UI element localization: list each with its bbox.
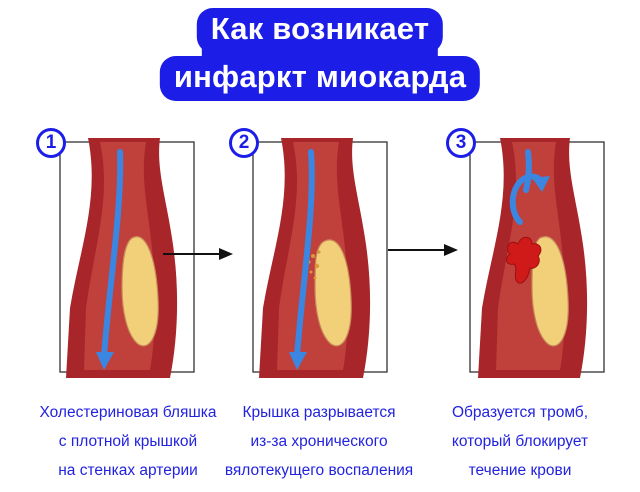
- step-1-caption-line: с плотной крышкой: [58, 433, 198, 450]
- stage-2-artery: 2: [229, 128, 393, 378]
- step-1-caption-line: Холестериновая бляшка: [39, 404, 217, 421]
- title-line-1: Как возникает: [196, 8, 444, 53]
- step-3-caption-line: течение крови: [468, 462, 572, 479]
- step-3-caption-line: который блокирует: [451, 433, 589, 450]
- step-3-number: 3: [446, 128, 476, 158]
- step-3-caption-line: Образуется тромб,: [452, 404, 588, 421]
- step-3-caption: Образуется тромб, который блокирует тече…: [420, 398, 620, 485]
- step-2-caption: Крышка разрывается из-за хронического вя…: [219, 398, 419, 485]
- stage-3-artery: 3: [446, 128, 610, 378]
- step-1-caption-line: на стенках артерии: [58, 462, 198, 479]
- step-2-caption-line: вялотекущего воспаления: [224, 462, 414, 479]
- step-2-caption-line: из-за хронического: [250, 433, 388, 450]
- arrow-1-to-2: [163, 248, 233, 260]
- title-line-2: инфаркт миокарда: [159, 46, 481, 101]
- title-banner: Как возникает инфаркт миокарда: [0, 0, 640, 110]
- step-1-caption: Холестериновая бляшка с плотной крышкой …: [28, 398, 228, 485]
- stage-1-artery: 1: [36, 128, 200, 378]
- arrow-2-to-3: [388, 244, 458, 256]
- step-2-number: 2: [229, 128, 259, 158]
- step-2-caption-line: Крышка разрывается: [242, 404, 396, 421]
- step-1-number: 1: [36, 128, 66, 158]
